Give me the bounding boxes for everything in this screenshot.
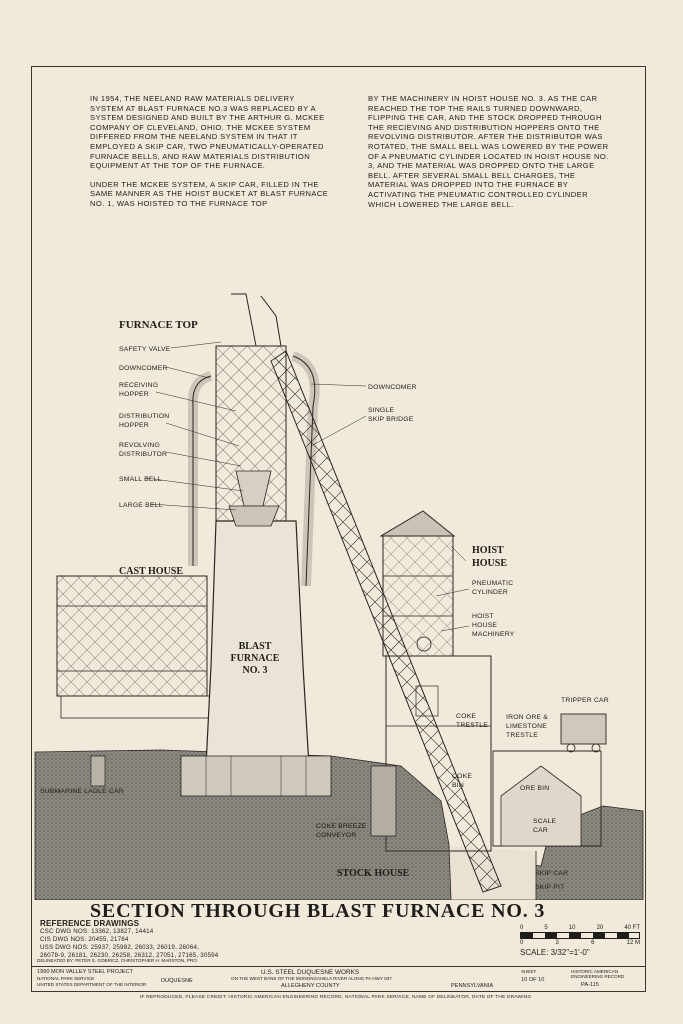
label-single-skip-bridge: SINGLE — [368, 407, 394, 414]
tb-sheet: 10 OF 10 — [521, 977, 545, 983]
reproduction-credit: IF REPRODUCED, PLEASE CREDIT: HISTORIC A… — [140, 995, 532, 1000]
leader-lines — [145, 341, 470, 632]
label-hoist-house: HOIST — [472, 545, 504, 556]
label-skip-pit: SKIP PIT — [535, 884, 564, 891]
label-furnace-top: FURNACE TOP — [119, 319, 198, 331]
description-paragraph: by the machinery in hoist house no. 3. A… — [368, 94, 609, 209]
description-paragraph: Under the McKee system, a skip car, fill… — [90, 179, 329, 208]
label-distribution-hopper: HOPPER — [119, 422, 149, 429]
tb-delineator: DELINEATED BY: PETER S. GOBRICZ, CHRISTO… — [37, 958, 197, 963]
label-small-bell: SMALL BELL — [119, 476, 162, 483]
drawing-title: SECTION THROUGH BLAST FURNACE NO. 3 — [90, 900, 546, 922]
scale-ft-tick: 5 — [544, 925, 548, 931]
tb-project: 1990 MON VALLEY STEEL PROJECT — [37, 969, 133, 975]
tb-location: ON THE WEST BANK OF THE MONONGAHELA RIVE… — [231, 976, 392, 981]
label-distribution-hopper: DISTRIBUTION — [119, 413, 169, 420]
reference-drawings: REFERENCE DRAWINGS CSC DWG NOS: 13362, 1… — [40, 920, 218, 960]
scale-ft-tick: 0 — [520, 925, 524, 931]
label-tripper-car: TRIPPER CAR — [561, 697, 609, 704]
scale-text: SCALE: 3/32"=1'-0" — [520, 948, 590, 957]
tb-haer: HISTORIC AMERICAN — [571, 969, 619, 974]
label-submarine-ladle-car: SUBMARINE LADLE CAR — [40, 788, 124, 795]
scale-m-tick: 6 — [591, 940, 595, 946]
tripper-car-icon — [560, 713, 607, 745]
label-blast-furnace: FURNACE — [231, 653, 280, 664]
reference-line: CIS DWG NOS: 20455, 21764 — [40, 936, 129, 943]
label-blast-furnace: NO. 3 — [243, 665, 268, 676]
tb-county: ALLEGHENY COUNTY — [281, 983, 340, 989]
tb-haer-no: PA-115 — [581, 982, 599, 988]
label-hoist-house: HOUSE — [472, 558, 507, 569]
tb-sheet-label: SHEET — [521, 969, 537, 974]
label-hoist-house-machinery: HOUSE — [472, 622, 497, 629]
label-skip-car: SKIP CAR — [535, 870, 568, 877]
scale-m-tick: 12 M — [626, 940, 640, 946]
scale-ft-tick: 20 — [596, 925, 604, 931]
label-downcomer-right: DOWNCOMER — [368, 384, 417, 391]
reference-line: 26078-9, 26181, 26230, 26258, 26312, 270… — [40, 952, 219, 959]
description-paragraph: In 1954, the Neeland raw materials deliv… — [90, 94, 325, 171]
label-coke-breeze-conveyor: COKE BREEZE — [316, 823, 367, 830]
label-iron-ore-trestle: TRESTLE — [506, 732, 538, 739]
label-large-bell: LARGE BELL — [119, 502, 163, 509]
label-single-skip-bridge: SKIP BRIDGE — [368, 416, 414, 423]
label-iron-ore-trestle: LIMESTONE — [506, 723, 547, 730]
label-receiving-hopper: RECEIVING — [119, 382, 158, 389]
label-iron-ore-trestle: IRON ORE & — [506, 714, 548, 721]
label-ore-bin: ORE BIN — [520, 785, 549, 792]
label-safety-valve: SAFETY VALVE — [119, 346, 171, 353]
label-coke-bin: COKE — [452, 773, 472, 780]
label-pneumatic-cylinder: CYLINDER — [472, 589, 508, 596]
hoist-house-roof — [379, 510, 456, 537]
label-cast-house: CAST HOUSE — [119, 566, 183, 577]
description-left: In 1954, the Neeland raw materials deliv… — [90, 94, 330, 218]
label-stock-house: STOCK HOUSE — [337, 868, 410, 879]
label-revolving-distributor: REVOLVING — [119, 442, 160, 449]
reference-line: CSC DWG NOS: 13362, 13827, 14414 — [40, 928, 154, 935]
tb-agency: NATIONAL PARK SERVICE — [37, 976, 95, 981]
tb-state: PENNSYLVANIA — [451, 983, 494, 989]
label-hoist-house-machinery: MACHINERY — [472, 631, 515, 638]
drawing-border — [31, 66, 646, 992]
label-coke-trestle: COKE — [456, 713, 476, 720]
scale-m-tick: 0 — [520, 940, 524, 946]
label-downcomer-left: DOWNCOMER — [119, 365, 168, 372]
ore-bin-trestle — [492, 750, 602, 847]
description-right: by the machinery in hoist house no. 3. A… — [368, 94, 618, 218]
tb-works: U.S. STEEL DUQUESNE WORKS — [261, 969, 360, 976]
label-pneumatic-cylinder: PNEUMATIC — [472, 580, 513, 587]
label-coke-breeze-conveyor: CONVEYOR — [316, 832, 357, 839]
scale-ft-tick: 10 — [568, 925, 576, 931]
scale-ft-tick: 40 FT — [624, 925, 640, 931]
reference-heading: REFERENCE DRAWINGS — [40, 919, 140, 928]
stock-house-structure — [385, 655, 492, 852]
label-scale-car: SCALE — [533, 818, 557, 825]
label-blast-furnace: BLAST — [239, 641, 272, 652]
blast-furnace-section-drawing: FURNACE TOP SAFETY VALVE DOWNCOMER RECEI… — [34, 293, 644, 900]
scale-m-tick: 3 — [555, 940, 559, 946]
label-revolving-distributor: DISTRIBUTOR — [119, 451, 167, 458]
label-hoist-house-machinery: HOIST — [472, 613, 494, 620]
title-block: 1990 MON VALLEY STEEL PROJECT NATIONAL P… — [31, 966, 646, 992]
tb-haer: ENGINEERING RECORD — [571, 974, 625, 979]
tb-agency: UNITED STATES DEPARTMENT OF THE INTERIOR — [37, 982, 147, 987]
label-scale-car: CAR — [533, 827, 548, 834]
label-coke-trestle: TRESTLE — [456, 722, 488, 729]
label-receiving-hopper: HOPPER — [119, 391, 149, 398]
label-coke-bin: BIN — [452, 782, 464, 789]
scale-bar: 0 5 10 20 40 FT 0 3 6 12 M SCALE: 3/32"=… — [520, 925, 640, 957]
reference-line: USS DWG NOS: 25937, 25982, 26033, 26019,… — [40, 944, 200, 951]
tb-place: DUQUESNE — [161, 978, 193, 984]
